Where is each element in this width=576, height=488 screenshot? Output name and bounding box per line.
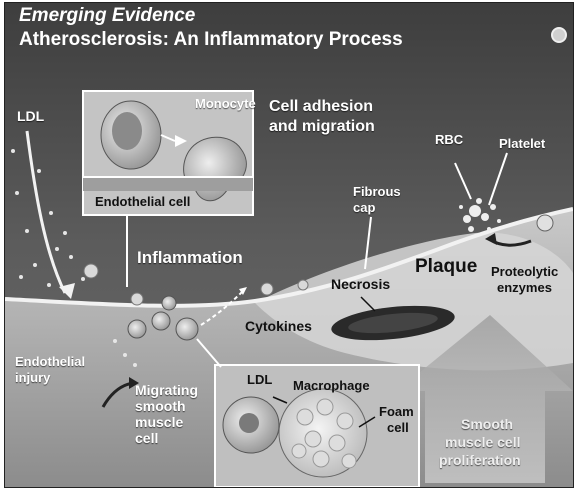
label-migrating-1: Migrating xyxy=(135,383,198,398)
label-proteolytic-1: Proteolytic xyxy=(491,265,558,279)
label-smooth-prolif-2: muscle cell xyxy=(445,435,521,450)
enzyme-molecule xyxy=(537,215,553,231)
label-foam-1: Foam xyxy=(379,405,414,419)
label-platelet: Platelet xyxy=(499,137,545,151)
label-migrating-2: smooth xyxy=(135,399,186,414)
corner-badge-icon xyxy=(551,27,567,43)
label-inflammation: Inflammation xyxy=(137,249,243,267)
label-monocyte: Monocyte xyxy=(195,97,256,111)
label-ldl-top: LDL xyxy=(17,109,44,124)
label-migrating-3: muscle xyxy=(135,415,183,430)
page-title: Atherosclerosis: An Inflammatory Process xyxy=(19,29,403,51)
label-fibrous-1: Fibrous xyxy=(353,185,401,199)
header-eyebrow: Emerging Evidence xyxy=(19,5,195,27)
label-endothelial-injury-1: Endothelial xyxy=(15,355,85,369)
label-cell-adhesion-2: and migration xyxy=(269,119,375,136)
label-proteolytic-2: enzymes xyxy=(497,281,552,295)
slide: Emerging Evidence Atherosclerosis: An In… xyxy=(4,2,574,488)
label-ldl-inset: LDL xyxy=(247,373,272,387)
label-cell-adhesion-1: Cell adhesion xyxy=(269,99,373,116)
label-rbc: RBC xyxy=(435,133,463,147)
label-fibrous-2: cap xyxy=(353,201,375,215)
atherosclerosis-illustration xyxy=(5,3,573,487)
label-macrophage: Macrophage xyxy=(293,379,370,393)
label-migrating-4: cell xyxy=(135,431,158,446)
label-necrosis: Necrosis xyxy=(331,277,390,292)
label-foam-2: cell xyxy=(387,421,409,435)
label-plaque: Plaque xyxy=(415,257,477,277)
label-endothelial-cell: Endothelial cell xyxy=(95,195,190,209)
label-cytokines: Cytokines xyxy=(245,319,312,334)
label-smooth-prolif-3: proliferation xyxy=(439,453,521,468)
label-endothelial-injury-2: injury xyxy=(15,371,50,385)
label-smooth-prolif-1: Smooth xyxy=(461,417,513,432)
